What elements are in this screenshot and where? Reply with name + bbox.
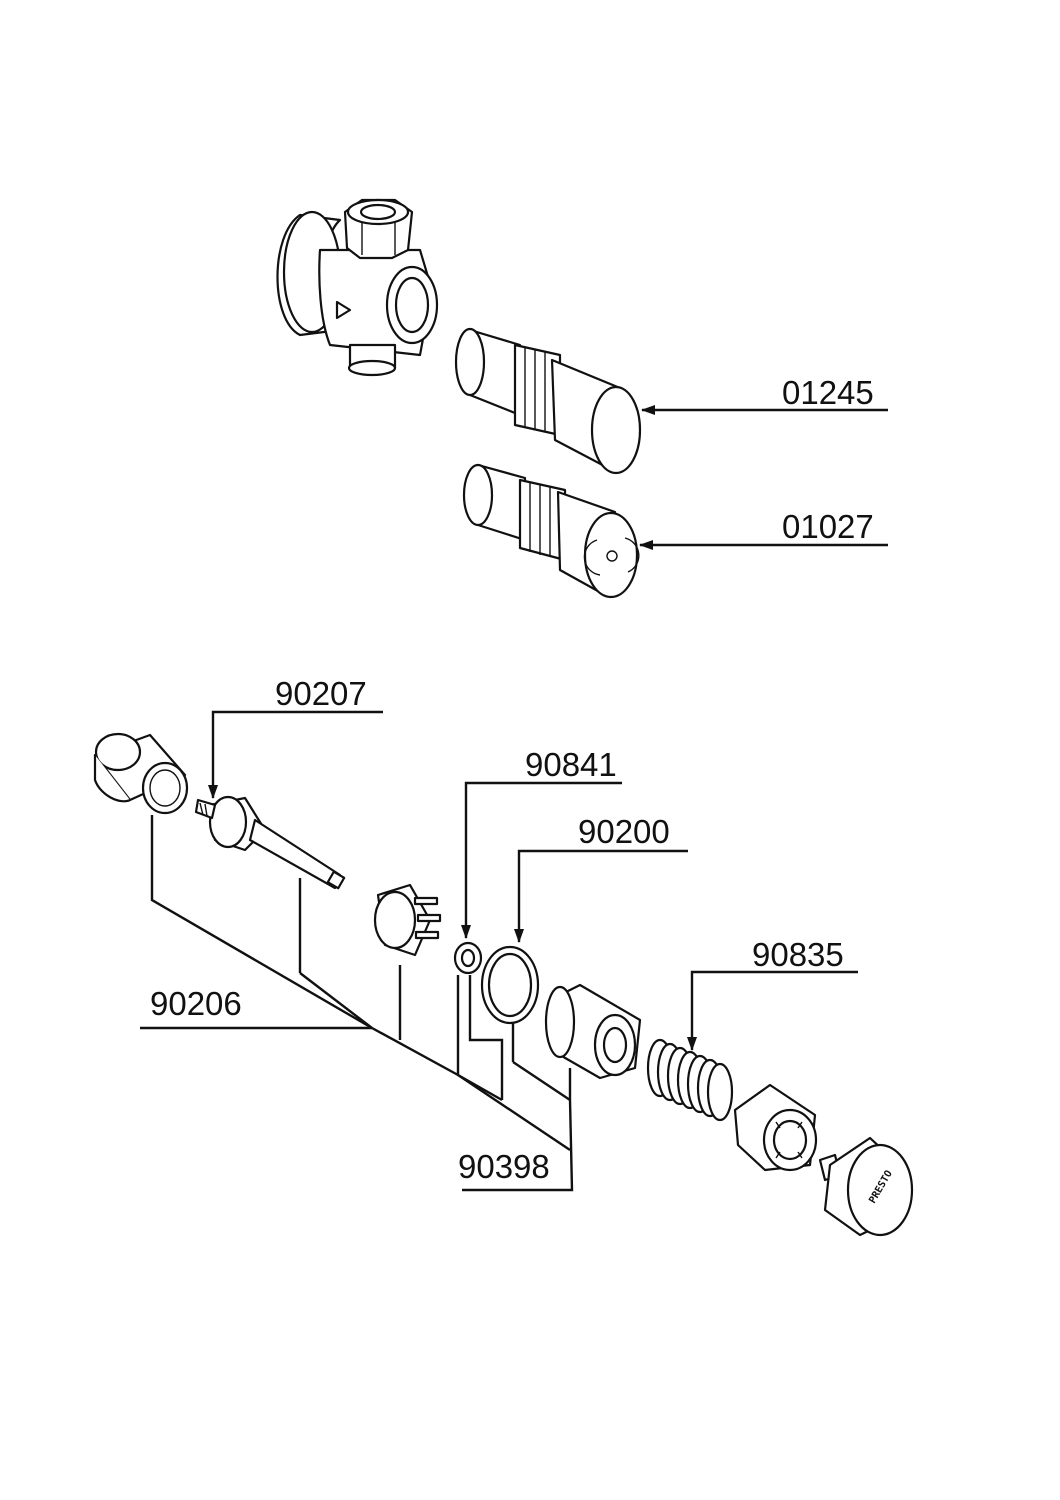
leader-90835 [687,970,858,1051]
callout-01027: 01027 [782,508,874,545]
leader-90398 [462,1099,574,1192]
locking-ring [373,883,442,957]
spindle-90206 [194,795,346,890]
callout-90841: 90841 [525,746,617,783]
callout-90835: 90835 [752,936,844,973]
leader-90200 [514,849,688,943]
callout-01245: 01245 [782,374,874,411]
washer-90841 [453,941,483,975]
callout-90398: 90398 [458,1148,550,1185]
leader-90841 [461,781,622,939]
cam-housing [733,1083,818,1172]
o-ring-90200 [480,945,540,1025]
callout-90206: 90206 [150,985,242,1022]
callout-90200: 90200 [578,813,670,850]
nut-90398 [544,983,642,1080]
cartridge-01245 [454,327,642,475]
spring-90835 [646,1038,734,1122]
cartridge-01027 [462,463,640,599]
valve-body [276,198,439,377]
push-button-knob: PRESTO [818,1136,914,1237]
callout-90207: 90207 [275,675,367,712]
leader-90206 [140,815,572,1151]
leader-90207 [208,710,383,799]
sleeve-90206 [93,732,189,815]
